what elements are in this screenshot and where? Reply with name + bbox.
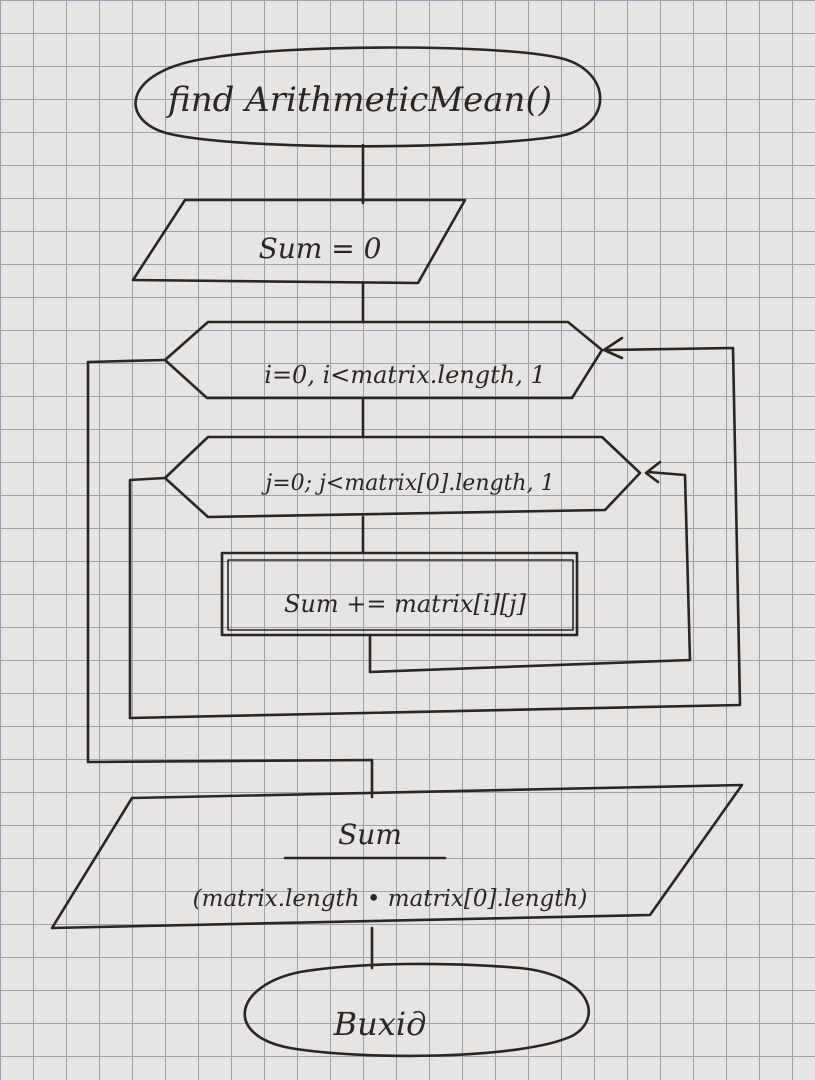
start-terminator	[134, 46, 602, 148]
body-label: Sum += matrix[i][j]	[283, 590, 527, 618]
init-label: Sum = 0	[258, 232, 382, 265]
inner-loop-exit-path	[128, 346, 742, 720]
inner-loop-label: j=0; j<matrix[0].length, 1	[265, 471, 555, 496]
output-numerator: Sum	[338, 818, 402, 851]
inner-loop-back-path	[368, 470, 692, 674]
end-label: Вихід	[333, 1005, 427, 1043]
body-rectangle-inner	[227, 559, 574, 631]
arrowhead	[602, 336, 624, 360]
output-parallelogram	[50, 783, 744, 930]
end-terminator	[243, 962, 590, 1058]
init-parallelogram	[131, 198, 467, 285]
output-denominator: (matrix.length • matrix[0].length)	[192, 886, 588, 912]
outer-loop-label: i=0, i<matrix.length, 1	[264, 361, 546, 389]
arrowhead	[644, 460, 662, 484]
start-label: find ArithmeticMean()	[168, 80, 552, 120]
outer-loop-exit-path	[86, 358, 374, 799]
body-rectangle	[220, 551, 579, 637]
